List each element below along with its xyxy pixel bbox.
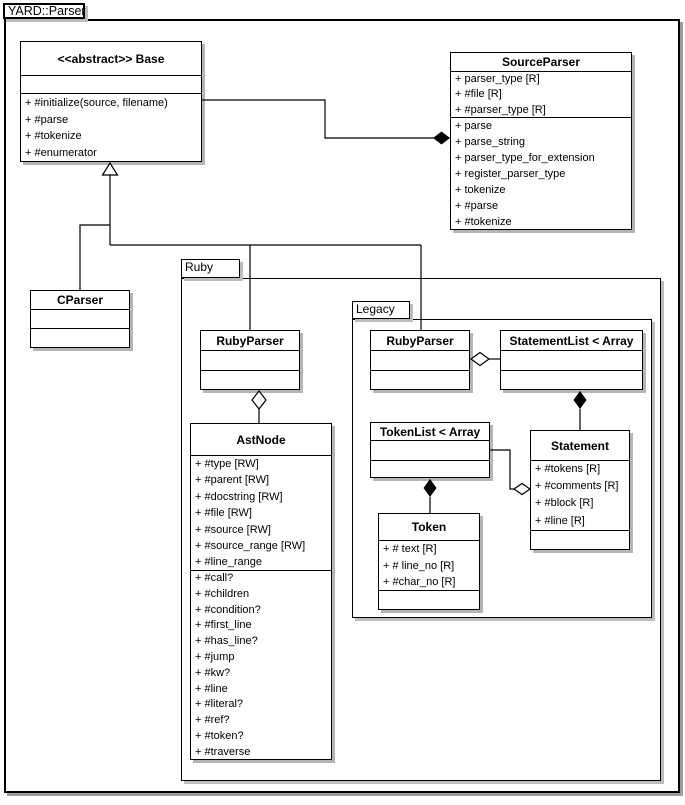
member: + #line	[195, 682, 228, 695]
member: + #parse	[455, 200, 499, 212]
member: + #children	[195, 587, 250, 600]
member: + #call?	[195, 572, 234, 584]
member: + #source_range [RW]	[195, 540, 306, 553]
class-tokenlist-title: TokenList < Array	[371, 423, 489, 441]
member: + #kw?	[195, 666, 231, 679]
class-astnode-title: AstNode	[191, 424, 331, 456]
member: + #initialize(source, filename)	[25, 97, 168, 109]
class-sourceparser: SourceParser + parser_type [R] + #file […	[450, 52, 632, 230]
member: + #jump	[195, 650, 235, 663]
member: + #ref?	[195, 714, 230, 727]
member: + #enumerator	[25, 146, 97, 159]
class-statement-attributes: + #tokens [R] + #comments [R] + #block […	[531, 461, 629, 531]
package-label-ruby: Ruby	[185, 260, 214, 274]
class-astnode-operations: + #call? + #children + #condition? + #fi…	[191, 571, 331, 761]
package-label-legacy: Legacy	[356, 302, 395, 316]
member: + # line_no [R]	[383, 559, 455, 572]
class-token-title: Token	[379, 514, 479, 541]
member: + #token?	[195, 729, 244, 742]
class-legacy-rubyparser-title: RubyParser	[371, 331, 469, 351]
member: + #comments [R]	[535, 480, 619, 493]
member: + #first_line	[195, 619, 252, 632]
member: + parse_string	[455, 136, 526, 148]
member: + #source [RW]	[195, 523, 271, 536]
class-sourceparser-attributes: + parser_type [R] + #file [R] + #parser_…	[451, 72, 631, 118]
member: + #line_range	[195, 556, 262, 569]
class-cparser-attributes	[31, 310, 129, 329]
member: + #parse	[25, 113, 69, 126]
class-cparser: CParser	[30, 290, 130, 348]
class-statement: Statement + #tokens [R] + #comments [R] …	[530, 430, 630, 550]
class-base-operations: + #initialize(source, filename) + #parse…	[21, 94, 201, 161]
class-tokenlist-attributes	[371, 441, 489, 461]
class-statementlist: StatementList < Array	[500, 330, 643, 390]
frame-title-tab: YARD::Parser	[3, 3, 86, 19]
member: + #char_no [R]	[383, 576, 456, 589]
member: + #condition?	[195, 603, 261, 616]
member: + #tokenize	[455, 216, 512, 228]
class-astnode-attributes: + #type [RW] + #parent [RW] + #docstring…	[191, 456, 331, 571]
class-token: Token + # text [R] + # line_no [R] + #ch…	[378, 513, 480, 610]
member: + #has_line?	[195, 635, 258, 648]
class-legacy-rubyparser: RubyParser	[370, 330, 470, 390]
class-astnode: AstNode + #type [RW] + #parent [RW] + #d…	[190, 423, 332, 760]
member: + # text [R]	[383, 543, 437, 555]
member: + parse	[455, 120, 492, 132]
class-token-attributes: + # text [R] + # line_no [R] + #char_no …	[379, 541, 479, 591]
member: + parser_type_for_extension	[455, 152, 595, 164]
class-ruby-rubyparser-attributes	[201, 351, 299, 371]
class-legacy-rubyparser-attributes	[371, 351, 469, 371]
member: + #block [R]	[535, 497, 594, 510]
member: + #line [R]	[535, 514, 585, 527]
class-ruby-rubyparser-title: RubyParser	[201, 331, 299, 351]
class-cparser-title: CParser	[31, 291, 129, 310]
class-sourceparser-title: SourceParser	[451, 53, 631, 72]
class-tokenlist: TokenList < Array	[370, 422, 490, 478]
member: + tokenize	[455, 184, 506, 196]
member: + #tokenize	[25, 130, 82, 142]
member: + #file [R]	[455, 88, 502, 101]
package-tab-ruby: Ruby	[181, 259, 240, 278]
class-statementlist-title: StatementList < Array	[501, 331, 642, 351]
frame-title: YARD::Parser	[8, 4, 86, 18]
package-tab-legacy: Legacy	[352, 301, 410, 319]
member: + #docstring [RW]	[195, 490, 283, 503]
class-statementlist-attributes	[501, 351, 642, 371]
member: + #traverse	[195, 745, 251, 758]
class-base-title: <<abstract>> Base	[21, 42, 201, 76]
member: + #file [RW]	[195, 507, 252, 520]
member: + register_parser_type	[455, 168, 566, 180]
class-statement-title: Statement	[531, 431, 629, 461]
class-base: <<abstract>> Base + #initialize(source, …	[20, 41, 202, 162]
member: + #tokens [R]	[535, 463, 601, 475]
member: + parser_type [R]	[455, 73, 540, 85]
class-ruby-rubyparser: RubyParser	[200, 330, 300, 390]
member: + #literal?	[195, 698, 244, 711]
class-sourceparser-operations: + parse + parse_string + parser_type_for…	[451, 118, 631, 230]
class-base-attributes	[21, 76, 201, 94]
member: + #parent [RW]	[195, 474, 270, 487]
member: + #type [RW]	[195, 458, 259, 470]
member: + #parser_type [R]	[455, 103, 546, 116]
